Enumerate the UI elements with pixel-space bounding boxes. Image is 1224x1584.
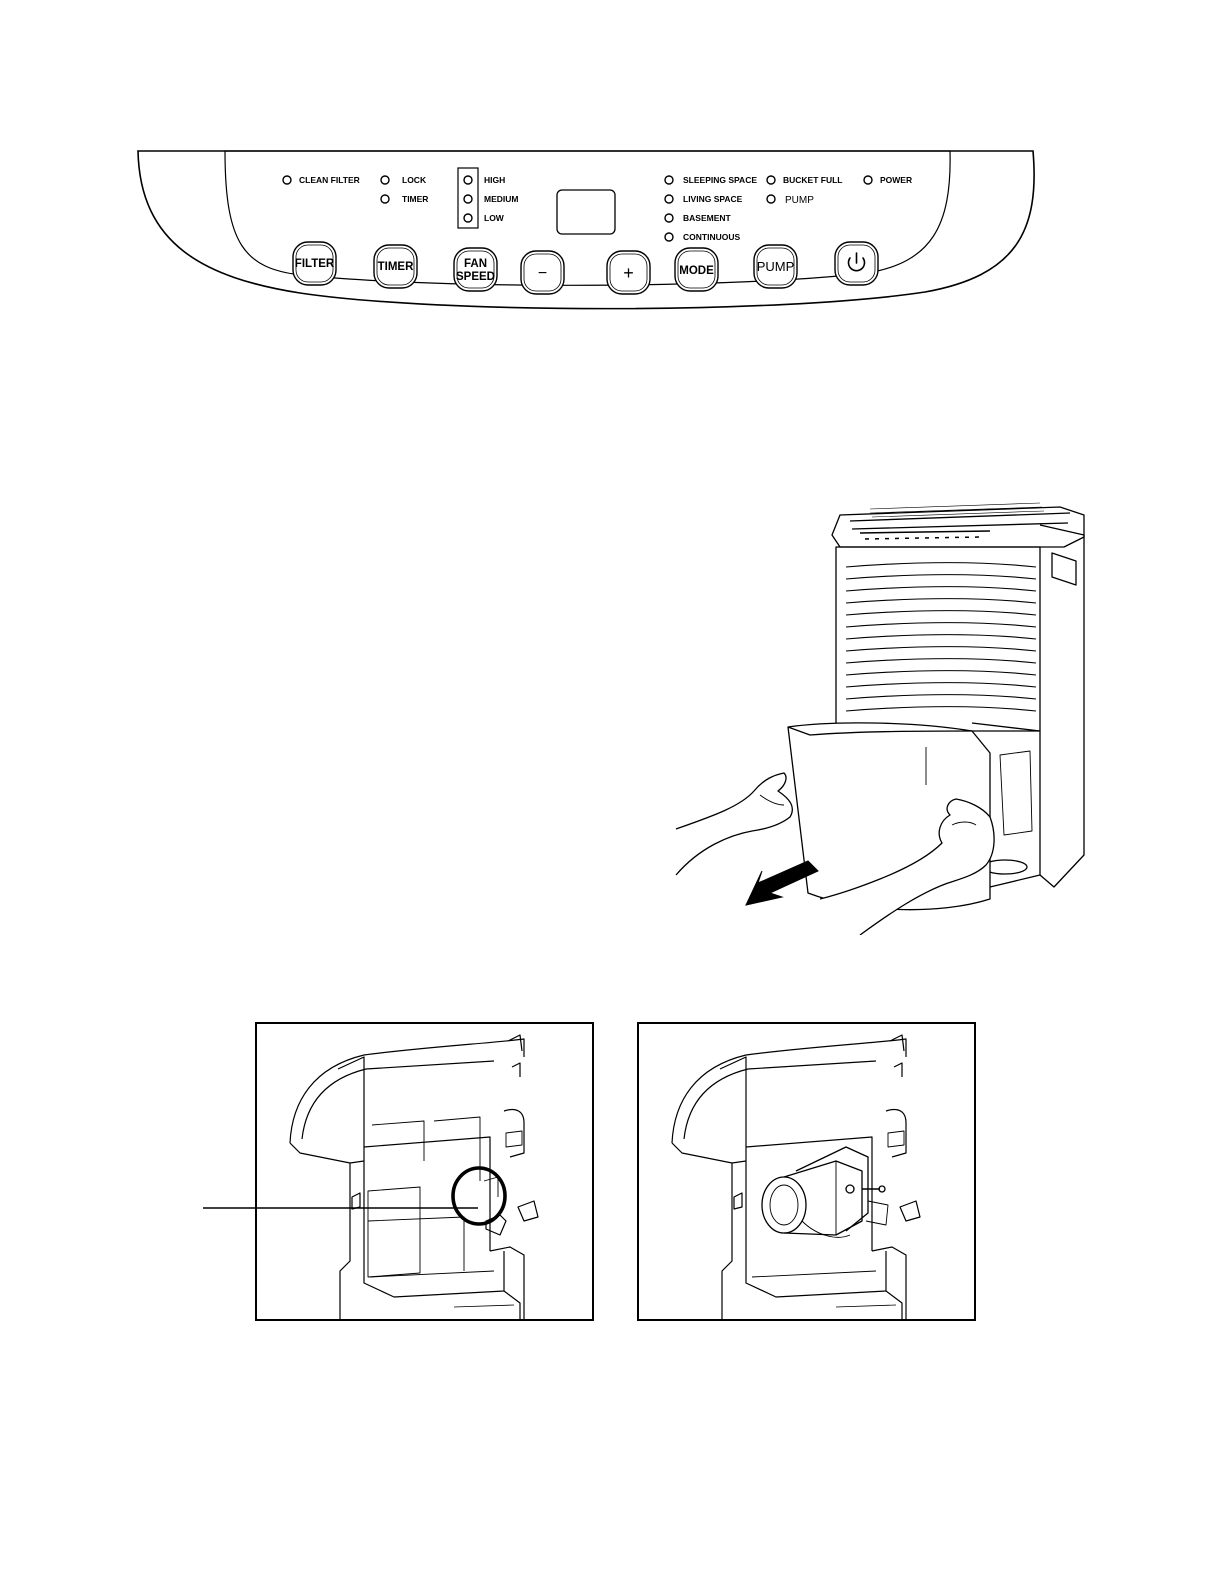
fan-speed-button-line1[interactable]: FAN: [464, 258, 487, 270]
detail-panel-right: [636, 1021, 981, 1326]
clean-filter-led: [283, 176, 291, 184]
left-hand: [676, 773, 792, 875]
control-panel-diagram: CLEAN FILTER LOCK TIMER HIGH MEDIUM LOW …: [0, 0, 1224, 340]
front-louvres: [846, 563, 1036, 712]
high-led: [464, 176, 472, 184]
unit-rear-body: [1040, 525, 1084, 887]
lock-label: LOCK: [402, 175, 427, 185]
filter-button[interactable]: FILTER: [295, 258, 335, 270]
fan-speed-led-frame: [458, 168, 478, 228]
high-label: HIGH: [484, 175, 505, 185]
basement-label: BASEMENT: [683, 213, 732, 223]
low-led: [464, 214, 472, 222]
detail-frame-right: [638, 1023, 975, 1320]
power-label: POWER: [880, 175, 912, 185]
medium-label: MEDIUM: [484, 194, 518, 204]
sleeping-space-led: [665, 176, 673, 184]
fan-speed-button-line2[interactable]: SPEED: [456, 271, 495, 283]
clean-filter-label: CLEAN FILTER: [299, 175, 360, 185]
digital-display: [557, 190, 615, 234]
living-space-led: [665, 195, 673, 203]
pump-button[interactable]: PUMP: [757, 259, 795, 274]
timer-indicator-label: TIMER: [402, 194, 428, 204]
power-led: [864, 176, 872, 184]
front-control-strip: [860, 531, 990, 539]
continuous-led: [665, 233, 673, 241]
lock-led: [381, 176, 389, 184]
plus-button[interactable]: +: [623, 263, 634, 283]
callout-leader-line: [203, 1202, 483, 1214]
bucket-full-led: [767, 176, 775, 184]
detail-panel-left: [254, 1021, 599, 1326]
timer-button[interactable]: TIMER: [378, 261, 414, 273]
sleeping-space-label: SLEEPING SPACE: [683, 175, 757, 185]
living-space-label: LIVING SPACE: [683, 194, 743, 204]
basement-led: [665, 214, 673, 222]
callout-circle: [453, 1168, 505, 1224]
mode-button[interactable]: MODE: [679, 265, 714, 277]
medium-led: [464, 195, 472, 203]
bucket-removal-diagram: [660, 495, 1100, 935]
pump-led: [767, 195, 775, 203]
low-label: LOW: [484, 213, 505, 223]
timer-led: [381, 195, 389, 203]
bucket-full-label: BUCKET FULL: [783, 175, 843, 185]
pump-motor: [762, 1147, 888, 1237]
pump-indicator-label: PUMP: [785, 195, 814, 206]
continuous-label: CONTINUOUS: [683, 232, 740, 242]
detail-frame-left: [256, 1023, 593, 1320]
minus-button[interactable]: −: [538, 265, 547, 282]
